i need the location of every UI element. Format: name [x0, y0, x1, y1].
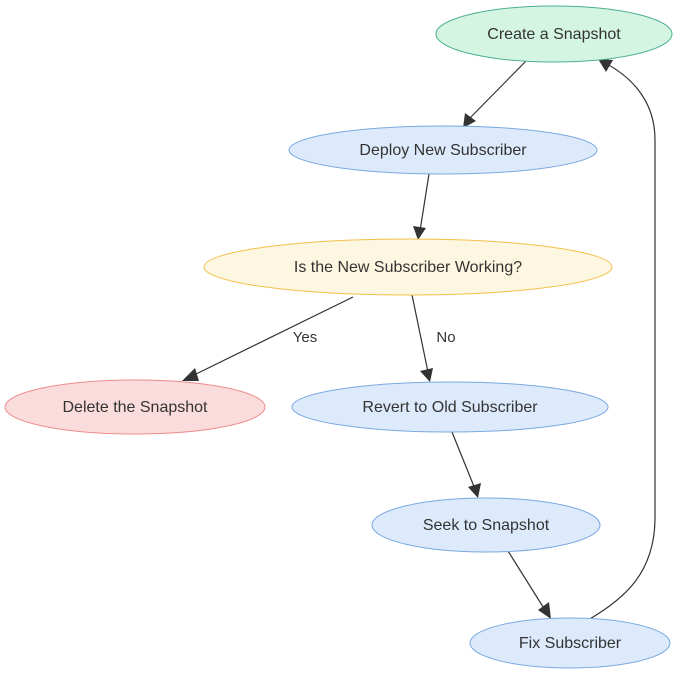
node-label-fix-subscriber: Fix Subscriber — [519, 635, 622, 652]
node-shape-ellipse[interactable] — [469, 617, 671, 669]
edge-fix-subscriber-to-create-snapshot — [587, 59, 656, 621]
node-delete-snapshot[interactable]: Delete the Snapshot — [4, 379, 266, 435]
node-label-seek-to-snapshot: Seek to Snapshot — [423, 517, 550, 534]
node-label-create-snapshot: Create a Snapshot — [487, 26, 621, 43]
arrowhead-icon — [413, 226, 426, 240]
edge-line — [451, 431, 476, 490]
arrowhead-icon — [420, 368, 433, 382]
node-revert-old-subscriber[interactable]: Revert to Old Subscriber — [291, 381, 609, 433]
node-label-delete-snapshot: Delete the Snapshot — [63, 399, 209, 416]
node-shape-ellipse[interactable] — [435, 5, 673, 63]
edge-is-working-no-to-revert-old-subscriber: No — [411, 294, 456, 382]
node-label-is-working: Is the New Subscriber Working? — [294, 259, 522, 276]
node-fix-subscriber[interactable]: Fix Subscriber — [469, 617, 671, 669]
node-is-working[interactable]: Is the New Subscriber Working? — [203, 238, 613, 296]
node-label-deploy-new-subscriber: Deploy New Subscriber — [359, 142, 527, 159]
arrowhead-icon — [598, 59, 613, 72]
edge-line — [411, 294, 429, 373]
node-create-snapshot[interactable]: Create a Snapshot — [435, 5, 673, 63]
edge-seek-to-snapshot-to-fix-subscriber — [507, 550, 551, 619]
arrowhead-icon — [468, 483, 481, 498]
node-shape-ellipse[interactable] — [203, 238, 613, 296]
edge-group: Delete the Snapshot --> Yes Revert to Ol… — [182, 59, 656, 621]
arrowhead-icon — [538, 602, 551, 619]
arrowhead-icon — [463, 113, 476, 128]
arrowhead-icon — [182, 368, 199, 381]
edge-label-no: No — [436, 329, 455, 346]
node-deploy-new-subscriber[interactable]: Deploy New Subscriber — [288, 125, 598, 175]
edge-revert-old-subscriber-to-seek-to-snapshot — [451, 431, 481, 498]
edge-create-snapshot-to-deploy-new-subscriber — [463, 59, 528, 128]
node-group: Create a Snapshot Deploy New Subscriber … — [4, 5, 673, 669]
node-shape-ellipse[interactable] — [288, 125, 598, 175]
node-shape-ellipse[interactable] — [4, 379, 266, 435]
node-shape-ellipse[interactable] — [291, 381, 609, 433]
edge-is-working-yes-to-delete-snapshot: Yes — [182, 296, 354, 381]
edge-deploy-new-subscriber-to-is-working — [413, 173, 430, 240]
node-label-revert-old-subscriber: Revert to Old Subscriber — [362, 399, 538, 416]
node-shape-ellipse[interactable] — [371, 497, 601, 553]
node-seek-to-snapshot[interactable]: Seek to Snapshot — [371, 497, 601, 553]
edge-line — [587, 63, 656, 621]
edge-line — [419, 173, 430, 232]
edge-line — [507, 550, 546, 611]
edge-label-yes: Yes — [293, 329, 317, 346]
edge-line — [189, 296, 354, 378]
edge-line — [466, 59, 528, 122]
